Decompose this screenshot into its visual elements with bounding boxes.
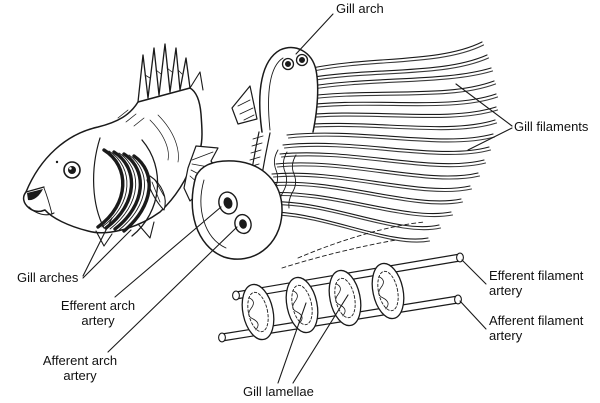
label-gill-arches: Gill arches <box>17 270 79 285</box>
leader-gill-filaments-upper <box>455 83 513 127</box>
label-efferent-arch-artery: Efferent arch artery <box>60 298 136 329</box>
label-gill-lamellae: Gill lamellae <box>243 384 314 399</box>
label-gill-arch: Gill arch <box>336 1 384 16</box>
leader-gill-arches-2 <box>82 229 132 279</box>
leader-afferent-arch-artery <box>107 226 238 353</box>
leader-efferent-filament-artery <box>461 259 487 285</box>
leader-lines <box>82 13 513 384</box>
label-afferent-arch-artery: Afferent arch artery <box>42 353 118 384</box>
leader-gill-filaments-lower <box>467 127 513 151</box>
leader-efferent-arch-artery <box>114 206 222 298</box>
leader-gill-lamellae-1 <box>277 302 307 384</box>
leader-gill-arch <box>295 13 334 55</box>
leader-gill-lamellae-2 <box>292 294 349 384</box>
label-gill-filaments: Gill filaments <box>514 119 589 134</box>
leader-gill-arches-1 <box>82 217 113 277</box>
fish-illustration <box>22 43 220 247</box>
leader-afferent-filament-artery <box>459 300 487 330</box>
label-efferent-filament-artery: Efferent filament artery <box>489 268 584 299</box>
arch-cross-section-illustration <box>191 160 283 260</box>
label-afferent-filament-artery: Afferent filament artery <box>489 313 584 344</box>
